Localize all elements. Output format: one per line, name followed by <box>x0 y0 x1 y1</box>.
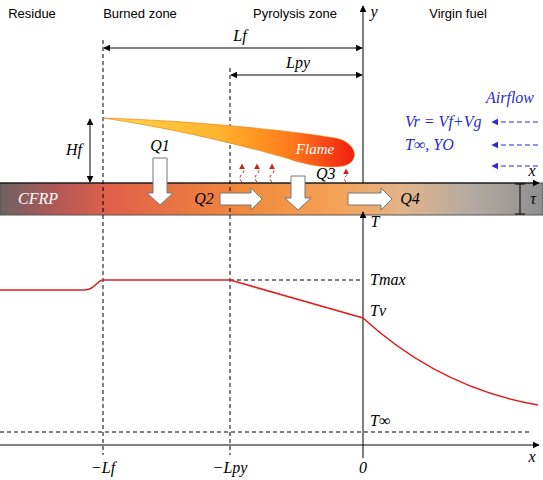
symbol-label: Tmax <box>370 271 406 289</box>
thickness-mark <box>515 184 525 185</box>
symbol-label: −Lpy <box>213 459 248 477</box>
symbol-label: Q4 <box>400 190 420 208</box>
symbol-label: 0 <box>359 459 367 477</box>
symbol-label: T∞, YO <box>405 136 454 154</box>
heat-flux-arrow <box>285 176 311 210</box>
y-axis <box>363 6 364 183</box>
symbol-label: T <box>371 213 380 231</box>
thickness-mark <box>520 184 521 214</box>
zone-label: Pyrolysis zone <box>253 7 337 21</box>
x-axis <box>0 445 539 446</box>
dimension-arrow <box>90 119 91 182</box>
gas-arrow <box>345 169 348 182</box>
zone-label: Residue <box>8 7 56 21</box>
node-label: Flame <box>296 141 334 158</box>
symbol-label: −Lf <box>91 459 115 477</box>
symbol-label: T∞ <box>370 412 390 430</box>
zone-label: Virgin fuel <box>429 7 487 21</box>
tmax-line <box>230 280 363 281</box>
flame-body <box>103 118 354 167</box>
zone-label: Burned zone <box>103 7 177 21</box>
cfrp-slab <box>0 183 543 215</box>
symbol-label: Lpy <box>286 54 310 72</box>
symbol-label: Vr = Vf+Vg <box>405 113 481 131</box>
dimension-arrow <box>231 75 362 76</box>
airflow-arrow <box>492 122 538 123</box>
symbol-label: Hf <box>66 141 82 159</box>
symbol-label: Q2 <box>194 190 214 208</box>
heat-flux-arrow <box>220 188 262 210</box>
heat-flux-arrow <box>147 158 173 205</box>
boundary-line <box>103 40 104 455</box>
symbol-label: τ <box>530 190 536 208</box>
airflow-arrow <box>492 145 538 146</box>
node-label: CFRP <box>18 190 58 208</box>
ambient-line <box>0 432 530 433</box>
x-axis <box>0 183 539 184</box>
flame-shape: Flame <box>103 114 365 170</box>
symbol-label: Q1 <box>150 137 170 155</box>
symbol-label: Tv <box>370 302 386 320</box>
dimension-arrow <box>104 48 362 49</box>
t-axis <box>363 212 364 458</box>
gas-arrow <box>270 164 274 182</box>
symbol-label: y <box>370 3 377 21</box>
thickness-mark <box>515 214 525 215</box>
symbol-label: x <box>528 448 535 466</box>
heat-flux-arrow <box>348 188 392 210</box>
gas-arrow <box>240 164 244 182</box>
symbol-label: Lf <box>233 27 246 45</box>
symbol-label: x <box>528 162 535 180</box>
temperature-curve <box>0 280 538 405</box>
symbol-label: Q3 <box>316 165 336 183</box>
cfrp-band: CFRP <box>0 183 543 215</box>
symbol-label: Airflow <box>486 89 534 107</box>
gas-arrow <box>255 164 259 182</box>
